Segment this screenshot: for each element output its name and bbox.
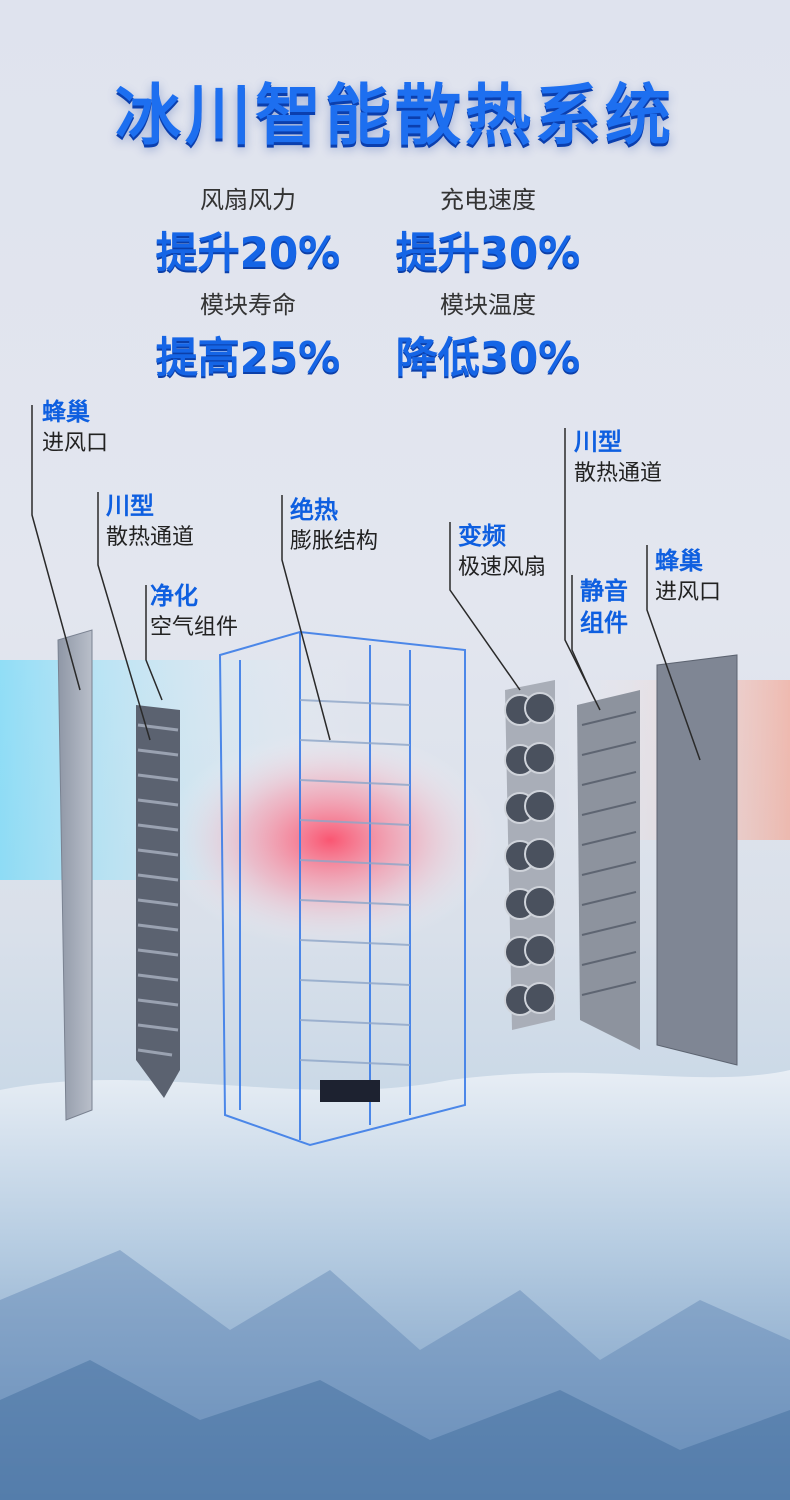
stat-value: 提升30% xyxy=(395,228,581,277)
callout-insulation: 绝热 膨胀结构 xyxy=(290,494,378,558)
stat-fan-power: 风扇风力 提升20% xyxy=(138,180,358,280)
right-channel-panel xyxy=(577,690,640,1050)
callout-highlight: 川型 xyxy=(106,492,154,520)
callout-left-inlet: 蜂巢 进风口 xyxy=(42,396,108,460)
callout-left-channel: 川型 散热通道 xyxy=(106,490,194,554)
stat-label: 模块温度 xyxy=(440,291,536,319)
fan-module xyxy=(504,680,556,1030)
stat-value: 降低30% xyxy=(395,333,581,382)
callout-fan: 变频 极速风扇 xyxy=(458,520,546,584)
callout-right-channel: 川型 散热通道 xyxy=(574,426,662,490)
stat-module-life: 模块寿命 提高25% xyxy=(138,285,358,385)
callout-silent: 静音 组件 xyxy=(580,575,628,639)
callout-highlight: 蜂巢 xyxy=(655,547,703,575)
cabinet-frame xyxy=(218,630,466,1147)
stat-module-temp: 模块温度 降低30% xyxy=(378,285,598,385)
callout-highlight: 蜂巢 xyxy=(42,398,90,426)
callout-highlight: 川型 xyxy=(574,428,622,456)
callout-sub: 空气组件 xyxy=(150,615,239,640)
callout-sub: 膨胀结构 xyxy=(290,529,379,554)
callout-highlight: 组件 xyxy=(580,609,628,637)
stat-charge-speed: 充电速度 提升30% xyxy=(378,180,598,280)
callout-highlight: 净化 xyxy=(150,582,198,610)
stat-label: 模块寿命 xyxy=(200,291,296,319)
callout-purify: 净化 空气组件 xyxy=(150,580,238,644)
stat-label: 充电速度 xyxy=(440,186,536,214)
ice-ground xyxy=(0,1070,790,1500)
callout-sub: 进风口 xyxy=(655,580,722,605)
stat-label: 风扇风力 xyxy=(200,186,296,214)
page-title: 冰川智能散热系统 xyxy=(115,77,675,154)
callout-right-inlet: 蜂巢 进风口 xyxy=(655,545,721,609)
left-channel-panel xyxy=(136,705,180,1098)
callout-sub: 散热通道 xyxy=(574,461,663,486)
callout-highlight: 变频 xyxy=(458,522,506,550)
callout-lines xyxy=(31,405,701,761)
callout-sub: 进风口 xyxy=(42,431,109,456)
callout-highlight: 绝热 xyxy=(290,496,338,524)
stat-value: 提高25% xyxy=(155,333,341,382)
stat-value: 提升20% xyxy=(155,228,341,277)
callout-sub: 极速风扇 xyxy=(458,555,547,580)
callout-sub: 散热通道 xyxy=(106,525,195,550)
callout-highlight: 静音 xyxy=(580,577,628,605)
